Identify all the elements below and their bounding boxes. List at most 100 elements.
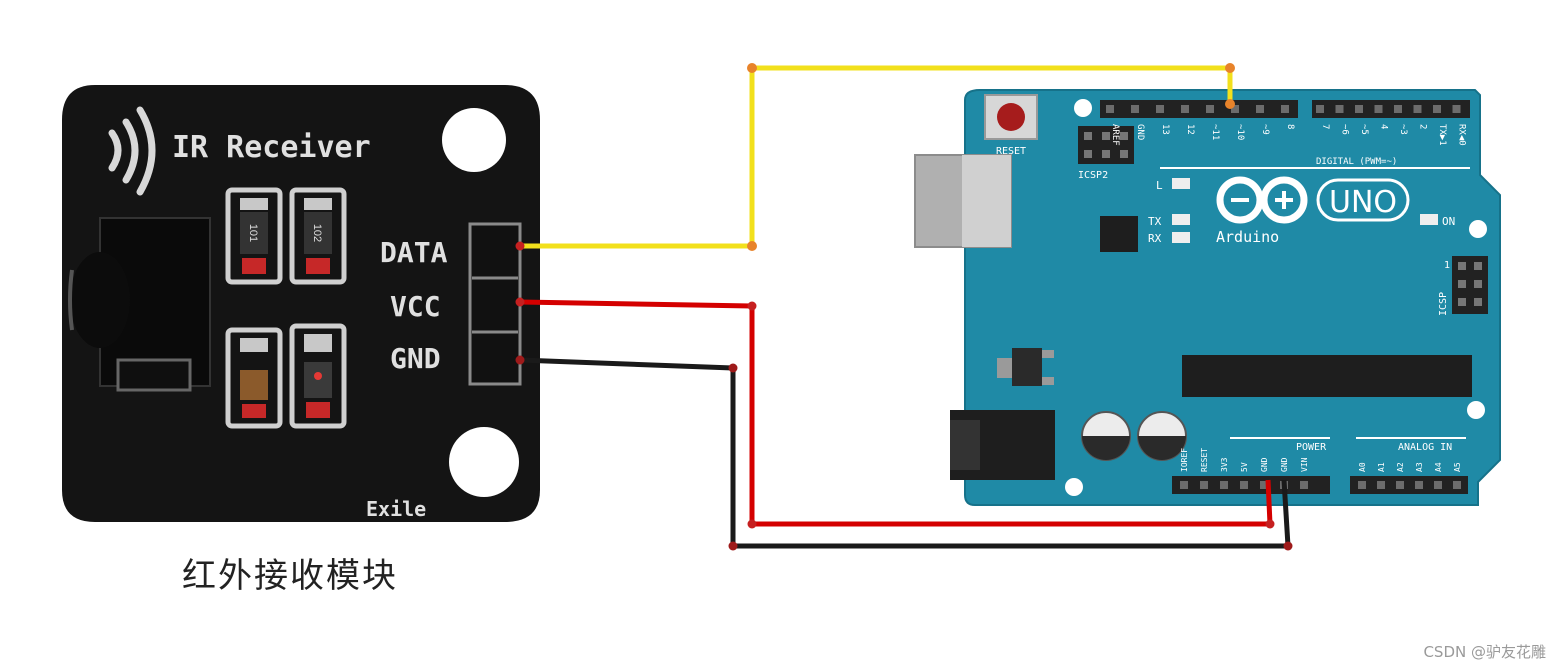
led-rx-label: RX bbox=[1148, 232, 1162, 245]
digital-pin-hole bbox=[1316, 105, 1324, 113]
analog-pin-label: A2 bbox=[1396, 462, 1405, 472]
power-pin-hole bbox=[1300, 481, 1308, 489]
signal-wave-icon bbox=[108, 106, 156, 196]
digital-pin-label: ~11 bbox=[1210, 124, 1220, 140]
analog-pin-hole bbox=[1377, 481, 1385, 489]
power-pin-label: IOREF bbox=[1180, 448, 1189, 472]
resistor-2-mark: 102 bbox=[311, 224, 323, 242]
wire-joint bbox=[728, 363, 738, 373]
digital-pin-hole bbox=[1355, 105, 1363, 113]
ir-receiver-module: IR Receiver 101 102 bbox=[62, 85, 540, 522]
power-pin-hole bbox=[1260, 481, 1268, 489]
led-on-label: ON bbox=[1442, 215, 1455, 228]
digital-pin-hole bbox=[1374, 105, 1383, 113]
analog-header bbox=[1350, 476, 1468, 494]
digital-pin-label: 7 bbox=[1320, 124, 1330, 129]
wire-joint bbox=[747, 63, 757, 73]
ir-sensor bbox=[68, 217, 211, 392]
arduino-infinity-logo bbox=[1216, 176, 1308, 224]
digital-pin-label: 12 bbox=[1185, 124, 1195, 135]
wire-joint bbox=[747, 519, 757, 529]
power-pin-hole bbox=[1240, 481, 1248, 489]
analog-pin-hole bbox=[1358, 481, 1366, 489]
digital-pin-label: ~3 bbox=[1398, 124, 1408, 135]
wire-joint bbox=[747, 241, 757, 251]
wire-joint bbox=[515, 241, 525, 251]
power-pin-label: 5V bbox=[1240, 462, 1249, 472]
capacitor-1 bbox=[1081, 411, 1131, 461]
led-l bbox=[1172, 178, 1190, 189]
analog-pin-hole bbox=[1453, 481, 1461, 489]
wire-joint bbox=[728, 541, 738, 551]
module-caption: 红外接收模块 bbox=[182, 556, 398, 596]
digital-pin-hole bbox=[1206, 105, 1214, 113]
power-pin-label: VIN bbox=[1300, 457, 1309, 472]
power-header bbox=[1172, 476, 1330, 494]
digital-label: DIGITAL (PWM=~) bbox=[1316, 157, 1397, 167]
wire-joint bbox=[747, 301, 757, 311]
voltage-regulator bbox=[997, 348, 1054, 386]
capacitor-2 bbox=[1137, 411, 1187, 461]
digital-pin-holes bbox=[1106, 105, 1461, 113]
brand-label: Arduino bbox=[1216, 228, 1279, 246]
digital-pin-hole bbox=[1433, 105, 1441, 113]
digital-pin-label: ~10 bbox=[1235, 124, 1245, 140]
icsp2-label: ICSP2 bbox=[1078, 170, 1108, 181]
led-tx bbox=[1172, 214, 1190, 225]
wire-joints bbox=[515, 63, 1293, 551]
power-pin-label: GND bbox=[1280, 457, 1289, 472]
power-pin-holes bbox=[1180, 481, 1461, 489]
digital-pin-label: RX◀0 bbox=[1457, 124, 1467, 146]
digital-pin-hole bbox=[1256, 105, 1264, 113]
resistor-1-mark: 101 bbox=[247, 224, 259, 242]
power-pin-hole bbox=[1220, 481, 1228, 489]
power-pin-label: GND bbox=[1260, 457, 1269, 472]
digital-pin-label: 8 bbox=[1285, 124, 1295, 129]
digital-pin-label: AREF bbox=[1110, 124, 1120, 146]
analog-pin-label: A3 bbox=[1415, 462, 1424, 472]
module-title: IR Receiver bbox=[172, 130, 371, 165]
module-pcb bbox=[62, 85, 540, 522]
icsp2-header bbox=[1078, 126, 1134, 164]
mounting-hole-top bbox=[442, 108, 506, 172]
wire-joint bbox=[1283, 541, 1293, 551]
module-signature: Exile bbox=[366, 497, 426, 521]
power-pin-label: RESET bbox=[1200, 448, 1209, 472]
digital-pin-label: 4 bbox=[1379, 124, 1389, 129]
usb-chip bbox=[1100, 216, 1138, 252]
digital-pin-hole bbox=[1335, 105, 1344, 113]
digital-header bbox=[1100, 100, 1470, 118]
board-pcb bbox=[964, 89, 1501, 506]
analog-pin-label: A1 bbox=[1377, 462, 1386, 472]
digital-pin-hole bbox=[1452, 105, 1461, 113]
power-pin-hole bbox=[1200, 481, 1208, 489]
digital-pin-hole bbox=[1231, 105, 1239, 113]
led-on bbox=[1420, 214, 1438, 225]
analog-pin-label: A5 bbox=[1453, 462, 1462, 472]
wire-joint bbox=[515, 355, 525, 365]
power-pin-label: 3V3 bbox=[1220, 457, 1229, 472]
wire-joint bbox=[1225, 99, 1235, 109]
icsp-header bbox=[1452, 256, 1488, 314]
board-hole-1 bbox=[1074, 99, 1092, 117]
analog-pin-hole bbox=[1396, 481, 1404, 489]
digital-pin-hole bbox=[1413, 105, 1422, 113]
mounting-hole-bottom bbox=[449, 427, 519, 497]
smd-capacitor bbox=[225, 327, 283, 429]
digital-pin-hole bbox=[1106, 105, 1114, 113]
digital-pin-label: ~9 bbox=[1260, 124, 1270, 135]
board-hole-4 bbox=[1065, 478, 1083, 496]
pin-label-vcc: VCC bbox=[390, 290, 441, 323]
atmega-chip bbox=[1182, 355, 1472, 397]
usb-connector-face bbox=[962, 155, 1011, 247]
icsp-pin1-label: 1 bbox=[1444, 260, 1450, 271]
digital-pin-label: GND bbox=[1135, 124, 1145, 140]
wire-joint bbox=[515, 297, 525, 307]
digital-pin-label: 2 bbox=[1418, 124, 1428, 129]
icsp-label: ICSP bbox=[1438, 292, 1449, 316]
digital-pin-hole bbox=[1156, 105, 1164, 113]
